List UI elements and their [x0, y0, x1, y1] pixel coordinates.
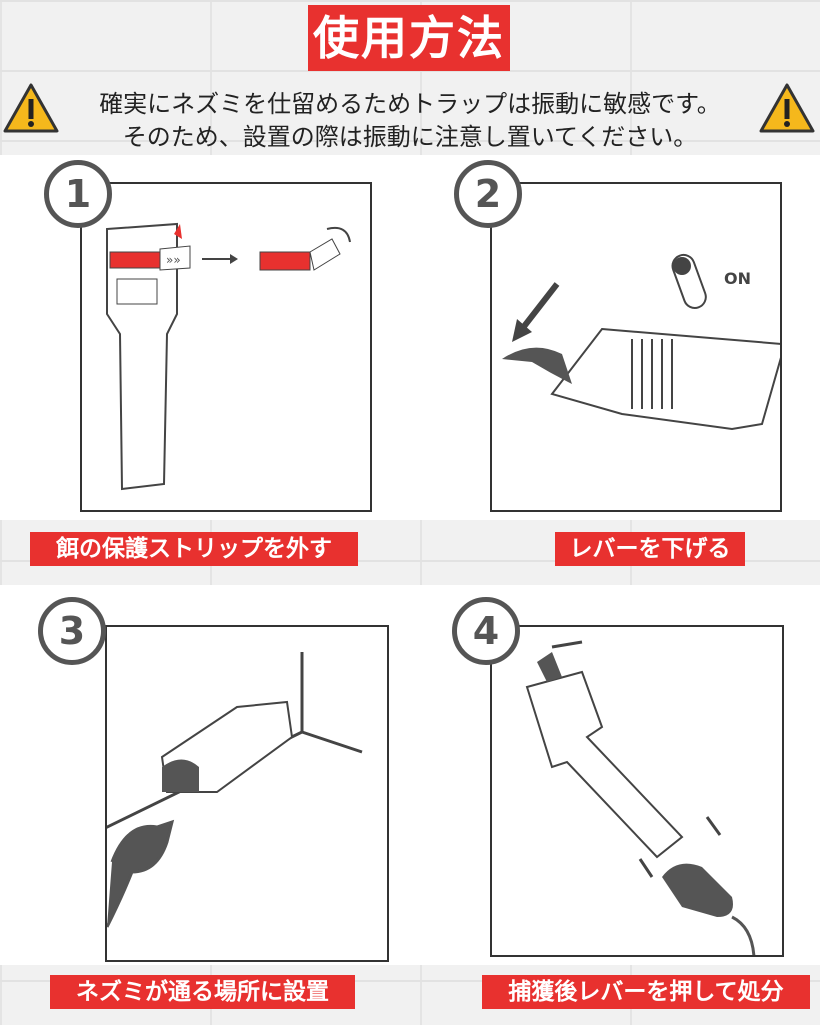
step-3-number: 3	[38, 597, 106, 665]
switch-on-text: ON	[724, 269, 751, 288]
warning-triangle-icon	[759, 83, 815, 133]
step-4-label: 捕獲後レバーを押して処分	[482, 975, 810, 1009]
warning-triangle-icon	[3, 83, 59, 133]
svg-text:»»: »»	[166, 253, 181, 267]
step-1-panel: »»	[80, 182, 372, 512]
step-4-number: 4	[452, 597, 520, 665]
disposal-illustration	[525, 640, 756, 955]
step-2-label: レバーを下げる	[555, 532, 745, 566]
step-1-number: 1	[44, 160, 112, 228]
bait-strip-illustration: »»	[106, 222, 351, 491]
placement-illustration	[107, 652, 363, 928]
page-title: 使用方法	[308, 5, 510, 71]
step-2-number: 2	[454, 160, 522, 228]
step-2-panel: ON	[490, 182, 782, 512]
step-1-label: 餌の保護ストリップを外す	[30, 532, 358, 566]
warning-text-line-1: 確実にネズミを仕留めるためトラップは振動に敏感です。	[99, 90, 721, 118]
lever-illustration: ON	[502, 253, 780, 431]
step-3-panel	[105, 625, 389, 962]
warning-text-line-2: そのため、設置の際は振動に注意し置いてください。	[122, 123, 698, 151]
step-3-label: ネズミが通る場所に設置	[50, 975, 355, 1009]
step-4-panel	[490, 625, 784, 957]
